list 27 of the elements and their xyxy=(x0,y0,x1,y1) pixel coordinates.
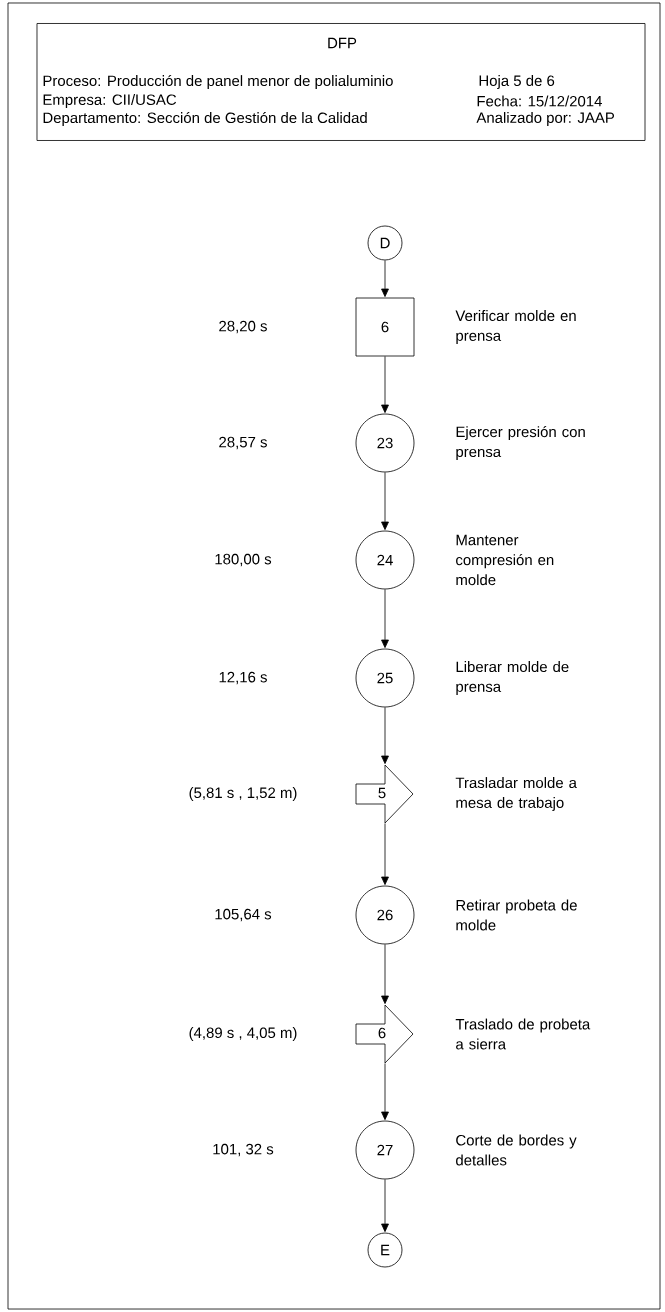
activity-description: Liberar molde de prensa xyxy=(456,661,569,695)
activity-description: Verificar molde en prensa xyxy=(455,310,576,344)
arrow xyxy=(381,1063,389,1121)
arrow xyxy=(381,707,389,764)
time-label: 28,20 s xyxy=(219,320,267,334)
arrow xyxy=(381,356,389,413)
time-label: 101, 32 s xyxy=(213,1143,274,1157)
activity-description: Ejercer presión con prensa xyxy=(456,426,585,460)
activity-description: Mantener compresión en molde xyxy=(456,534,554,586)
activity-description: Corte de bordes y detalles xyxy=(456,1134,577,1166)
activity-description: Traslado de probeta a sierra xyxy=(455,1018,591,1050)
arrow xyxy=(381,823,389,885)
inspection-square: 6 xyxy=(355,297,415,357)
time-label: 105,64 s xyxy=(215,908,272,922)
time-label: 12,16 s xyxy=(219,671,267,685)
time-label: (4,89 s , 4,05 m) xyxy=(189,1027,297,1041)
arrow xyxy=(381,589,389,648)
arrow xyxy=(381,472,389,530)
time-label: 180,00 s xyxy=(215,553,272,567)
time-label: (5,81 s , 1,52 m) xyxy=(189,787,297,801)
header-box: DFP Proceso: Producción de panel menor de polialuminio Empresa: CII/USAC Departamento: Sección de Gestión de la Calidad Hoja 5 de 6 Fecha: 15/12/2014 Analizado por: JAAP xyxy=(36,23,646,141)
arrow xyxy=(381,260,389,297)
arrow xyxy=(381,1179,389,1233)
activity-description: Retirar probeta de molde xyxy=(456,899,577,931)
arrow xyxy=(381,944,389,1004)
time-label: 28,57 s xyxy=(219,436,267,450)
activity-description: Trasladar molde a mesa de trabajo xyxy=(455,777,577,811)
